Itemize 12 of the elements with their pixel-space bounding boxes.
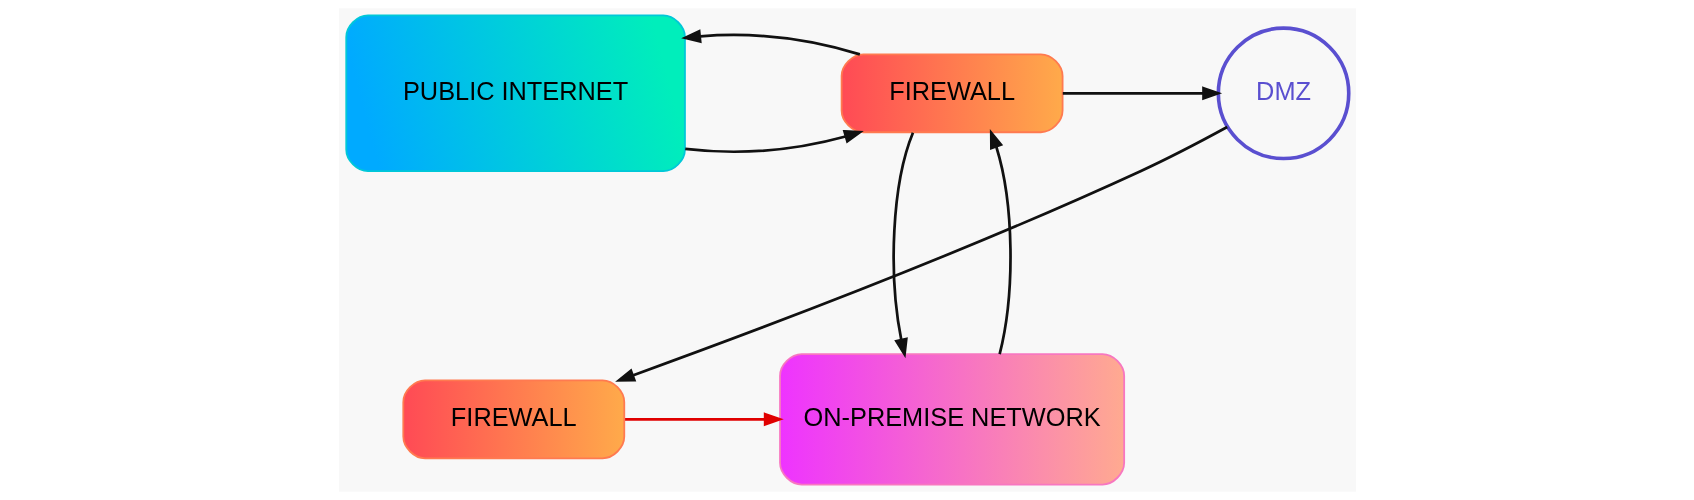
arrow — [1062, 86, 1222, 101]
node-box: ON-PREMISE NETWORK — [778, 353, 1125, 486]
arrow — [624, 412, 784, 427]
arrow — [684, 130, 864, 154]
node-box: FIREWALL — [401, 379, 625, 460]
arrow — [891, 132, 914, 359]
arrow — [680, 29, 860, 56]
arrow — [614, 125, 1228, 382]
node-box: PUBLIC INTERNET — [344, 14, 686, 173]
node-box: FIREWALL — [840, 53, 1063, 134]
arrow — [989, 128, 1012, 355]
node-circle: DMZ — [1216, 26, 1351, 161]
